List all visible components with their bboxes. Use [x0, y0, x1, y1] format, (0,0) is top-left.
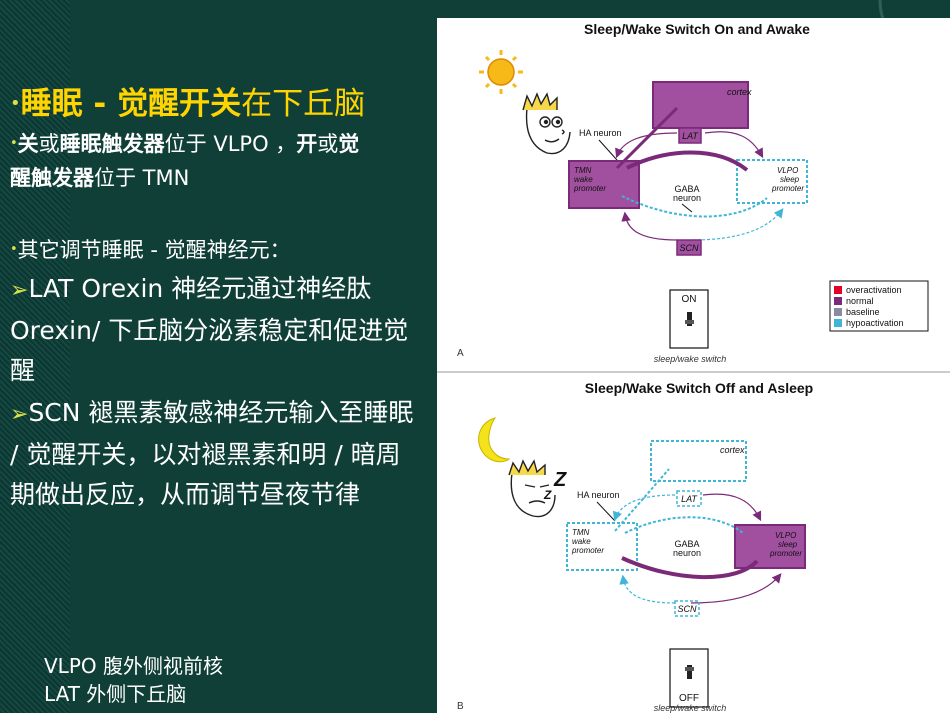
sleep-wake-figure: Sleep/Wake Switch On and Awake cortex HA… — [437, 18, 950, 713]
lat-item: ➢LAT Orexin 神经元通过神经肽 Orexin/ 下丘脑分泌素稳定和促进… — [10, 269, 425, 391]
panel-a: Sleep/Wake Switch On and Awake cortex HA… — [457, 21, 929, 364]
bullet: • — [10, 136, 18, 151]
lat-box-b — [676, 490, 702, 507]
other-neurons-text: •其它调节睡眠 - 觉醒神经元： — [10, 233, 425, 267]
switch-state-on: ON — [682, 294, 697, 305]
panel-a-title: Sleep/Wake Switch On and Awake — [584, 21, 810, 37]
gaba-label-neuron-b: neuron — [673, 548, 701, 558]
tmn-box — [568, 160, 640, 209]
text-on: 开 — [296, 132, 318, 156]
tmn-label-promoter-b: promoter — [571, 546, 604, 555]
tmn-box-b — [566, 522, 638, 571]
title-bold: 睡眠 - 觉醒开关 — [20, 86, 242, 122]
cortex-label: cortex — [727, 87, 752, 97]
scn-box — [676, 239, 702, 256]
text-wake-1: 觉 — [338, 132, 360, 156]
legend-swatch — [834, 318, 842, 327]
zzz-big: Z — [553, 469, 567, 491]
scn-item: ➢SCN 褪黑素敏感神经元输入至睡眠 / 觉醒开关，以对褪黑素和明 / 暗周期做… — [10, 393, 425, 515]
title-rest: 在下丘脑 — [241, 86, 366, 122]
panel-divider — [437, 371, 950, 373]
sun-icon — [479, 50, 523, 94]
switch-on-icon — [669, 289, 709, 349]
awake-face-icon — [522, 92, 571, 155]
footnote-lat: LAT 外侧下丘脑 — [44, 682, 187, 706]
moon-icon — [478, 417, 511, 463]
scn-label-b: SCN — [677, 604, 697, 614]
gaba-label-b: GABA — [674, 539, 699, 549]
panel-letter-a: A — [457, 348, 464, 359]
scn-label: SCN — [679, 243, 699, 253]
scn-box-b — [674, 600, 700, 617]
tmn-label-wake-b: wake — [572, 537, 591, 546]
text-wake-trigger: 醒触发器 — [10, 166, 94, 190]
tmn-label-promoter: promoter — [573, 184, 606, 193]
vlpo-label-b: VLPO — [775, 531, 796, 540]
panel-b: Sleep/Wake Switch Off and Asleep Z Z cor… — [457, 380, 813, 713]
switch-off-icon — [669, 648, 709, 708]
switch-state-off: OFF — [679, 693, 699, 704]
legend-item: baseline — [834, 306, 928, 317]
title-bullet: • — [10, 93, 21, 114]
slide-text: •睡眠 - 觉醒开关在下丘脑 •关或睡眠触发器位于 VLPO ，开或觉醒触发器位… — [10, 85, 425, 515]
panel-b-pathways — [612, 468, 782, 604]
legend-label: baseline — [846, 306, 880, 317]
ha-neuron-label-b: HA neuron — [577, 490, 620, 500]
vlpo-label: VLPO — [777, 166, 798, 175]
legend-item: overactivation — [834, 284, 928, 295]
vlpo-label-sleep-b: sleep — [778, 540, 798, 549]
panel-b-title: Sleep/Wake Switch Off and Asleep — [585, 380, 813, 396]
vlpo-label-promoter: promoter — [771, 184, 804, 193]
gaba-label-neuron: neuron — [673, 193, 701, 203]
text-or: 或 — [38, 132, 60, 156]
text-or-2: 或 — [317, 132, 339, 156]
arrow-bullet-icon: ➢ — [10, 278, 29, 303]
lat-label-b: LAT — [681, 494, 698, 504]
other-neurons-label: 其它调节睡眠 - 觉醒神经元： — [17, 238, 291, 262]
scn-item-text: SCN 褪黑素敏感神经元输入至睡眠 / 觉醒开关，以对褪黑素和明 / 暗周期做出… — [10, 398, 414, 509]
text-sleep-trigger: 睡眠触发器 — [59, 132, 165, 156]
tmn-label: TMN — [574, 166, 592, 175]
legend-swatch — [834, 285, 842, 294]
footnote-vlpo: VLPO 腹外侧视前核 — [44, 654, 223, 678]
tmn-label-wake: wake — [574, 175, 593, 184]
vlpo-label-sleep: sleep — [780, 175, 800, 184]
gaba-label: GABA — [674, 184, 699, 194]
switch-caption-a: sleep/wake switch — [654, 354, 727, 364]
legend — [829, 280, 929, 332]
text-in-tmn: 位于 TMN — [94, 166, 190, 190]
text-off: 关 — [17, 132, 39, 156]
slide-title: •睡眠 - 觉醒开关在下丘脑 — [10, 85, 425, 123]
switch-caption-b: sleep/wake switch — [654, 703, 727, 713]
vlpo-label-promoter-b: promoter — [769, 549, 802, 558]
panel-letter-b: B — [457, 701, 464, 712]
tmn-label-b: TMN — [572, 528, 590, 537]
cortex-label-b: cortex — [720, 445, 745, 455]
footnotes: VLPO 腹外侧视前核 LAT 外侧下丘脑 — [44, 652, 223, 708]
cortex-box-b — [650, 440, 747, 482]
legend-item: hypoactivation — [834, 317, 928, 328]
vlpo-box-b — [734, 524, 806, 569]
sleeping-face-icon — [508, 459, 556, 518]
legend-item: normal — [834, 295, 928, 306]
legend-label: overactivation — [846, 284, 902, 295]
text-in-vlpo: 位于 VLPO ， — [164, 132, 297, 156]
left-pattern-stripe — [0, 0, 70, 713]
bullet: • — [10, 242, 18, 257]
panel-a-pathways — [615, 106, 784, 241]
vlpo-box — [736, 159, 808, 204]
zzz-small: Z — [543, 488, 552, 502]
legend-swatch — [834, 296, 842, 305]
lat-box — [678, 127, 702, 144]
arrow-bullet-icon: ➢ — [10, 402, 29, 427]
legend-label: hypoactivation — [846, 317, 904, 328]
legend-label: normal — [846, 295, 874, 306]
cortex-box — [652, 81, 749, 129]
lat-item-text: LAT Orexin 神经元通过神经肽 Orexin/ 下丘脑分泌素稳定和促进觉… — [10, 274, 409, 385]
legend-swatch — [834, 307, 842, 316]
switch-location-text: •关或睡眠触发器位于 VLPO ，开或觉醒触发器位于 TMN — [10, 127, 425, 195]
ha-neuron-label: HA neuron — [579, 128, 622, 138]
lat-label: LAT — [682, 131, 699, 141]
